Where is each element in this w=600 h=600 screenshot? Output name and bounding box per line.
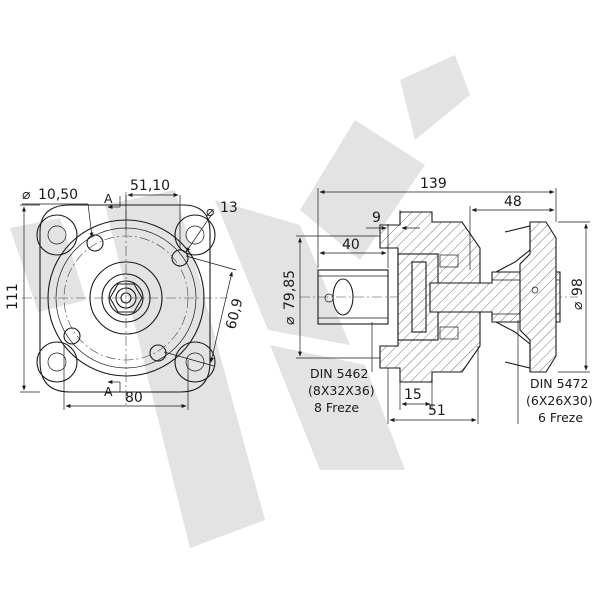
section-marker-top: A [104,191,113,206]
section-marker-bottom: A [104,384,113,399]
mount-hole-3 [63,327,81,345]
dim-diagonal: 60,9 [223,297,246,331]
dim-hole-diameter: 10,50 [38,187,78,203]
dim-bolt-spacing: 80 [125,390,143,406]
mount-hole-1 [86,234,104,252]
input-shaft [317,269,389,325]
side-view-dimensions: 139 48 9 40 ⌀ 79,85 ⌀ 98 15 51 [282,176,590,424]
dim-flange-diameter: 98 [570,278,586,296]
front-view-dimensions: ⌀ 10,50 51,10 ⌀ 13 111 80 60,9 [5,178,246,410]
spline-front-note: DIN 5462 (8X32X36) 8 Freze [308,366,375,415]
spline-rear-note: DIN 5472 (6X26X30) 6 Freze [526,376,593,425]
dim-height-total: 111 [5,283,21,310]
front-view: A A [22,191,228,405]
dim-body-length: 51 [428,403,446,419]
spline-rear-size: (6X26X30) [526,393,593,408]
dim-pilot-length: 15 [404,387,422,403]
watermark-logo [10,55,470,548]
flange-outline [39,204,211,393]
spline-rear-standard: DIN 5472 [530,376,588,391]
dim-horizontal-offset: 51,10 [130,178,170,194]
svg-text:⌀: ⌀ [206,204,215,220]
dim-shaft-extension: 40 [342,237,360,253]
spline-front-size: (8X32X36) [308,383,375,398]
dim-shaft-diameter: 79,85 [282,270,298,310]
shaft-hex [109,283,143,313]
side-view [300,211,578,383]
spline-rear-teeth: 6 Freze [538,410,583,425]
dim-rear-shaft: 48 [504,194,522,210]
dim-overall-length: 139 [420,176,447,192]
rear-flange [519,221,557,373]
ear-bottom-left [36,341,78,383]
ear-top-right [174,214,216,256]
ear-top-left [36,214,78,256]
svg-text:⌀: ⌀ [22,187,31,203]
dim-corner-hole: 13 [220,200,238,216]
mount-hole-4 [149,344,167,362]
svg-text:⌀: ⌀ [282,316,298,325]
svg-text:⌀: ⌀ [570,301,586,310]
dim-flange-thickness: 9 [372,210,381,226]
spline-front-standard: DIN 5462 [310,366,368,381]
spline-front-teeth: 8 Freze [314,400,359,415]
